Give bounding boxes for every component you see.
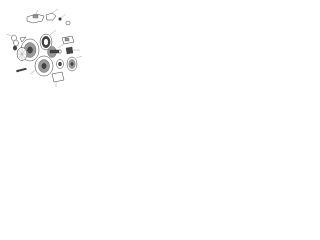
rear-cover bbox=[51, 71, 65, 87]
alternator-assembly-drawing bbox=[5, 8, 83, 87]
rear-housing bbox=[29, 55, 54, 77]
exploded-parts-diagram bbox=[0, 0, 88, 93]
rotor bbox=[47, 43, 65, 58]
rectifier bbox=[61, 35, 75, 45]
bearing bbox=[56, 59, 64, 69]
cooling-fan bbox=[16, 47, 28, 61]
top-connector-bracket bbox=[26, 9, 45, 24]
terminal-cap bbox=[45, 8, 59, 21]
through-bolts bbox=[16, 67, 27, 73]
stator bbox=[39, 29, 57, 51]
washer-stack-left bbox=[5, 33, 19, 51]
pulley bbox=[66, 55, 83, 72]
nut bbox=[65, 20, 71, 26]
regulator bbox=[65, 46, 80, 55]
small-bolt bbox=[58, 13, 67, 21]
